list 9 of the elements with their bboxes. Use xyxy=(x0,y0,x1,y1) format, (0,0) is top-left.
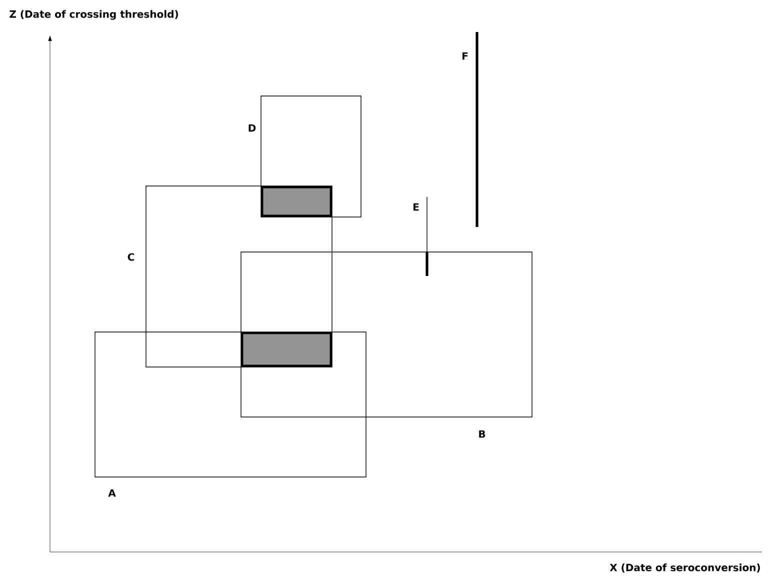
node-label: C xyxy=(128,253,134,261)
shaded-overlap xyxy=(261,186,332,217)
node-label: A xyxy=(108,489,116,497)
shaded-overlap xyxy=(241,332,332,367)
axis-label: Z (Date of crossing threshold) xyxy=(10,10,178,20)
axis-label: X (Date of seroconversion) xyxy=(610,564,760,572)
bar-line: F xyxy=(462,32,478,227)
node-label: D xyxy=(248,124,256,132)
node-label: B xyxy=(479,430,486,438)
